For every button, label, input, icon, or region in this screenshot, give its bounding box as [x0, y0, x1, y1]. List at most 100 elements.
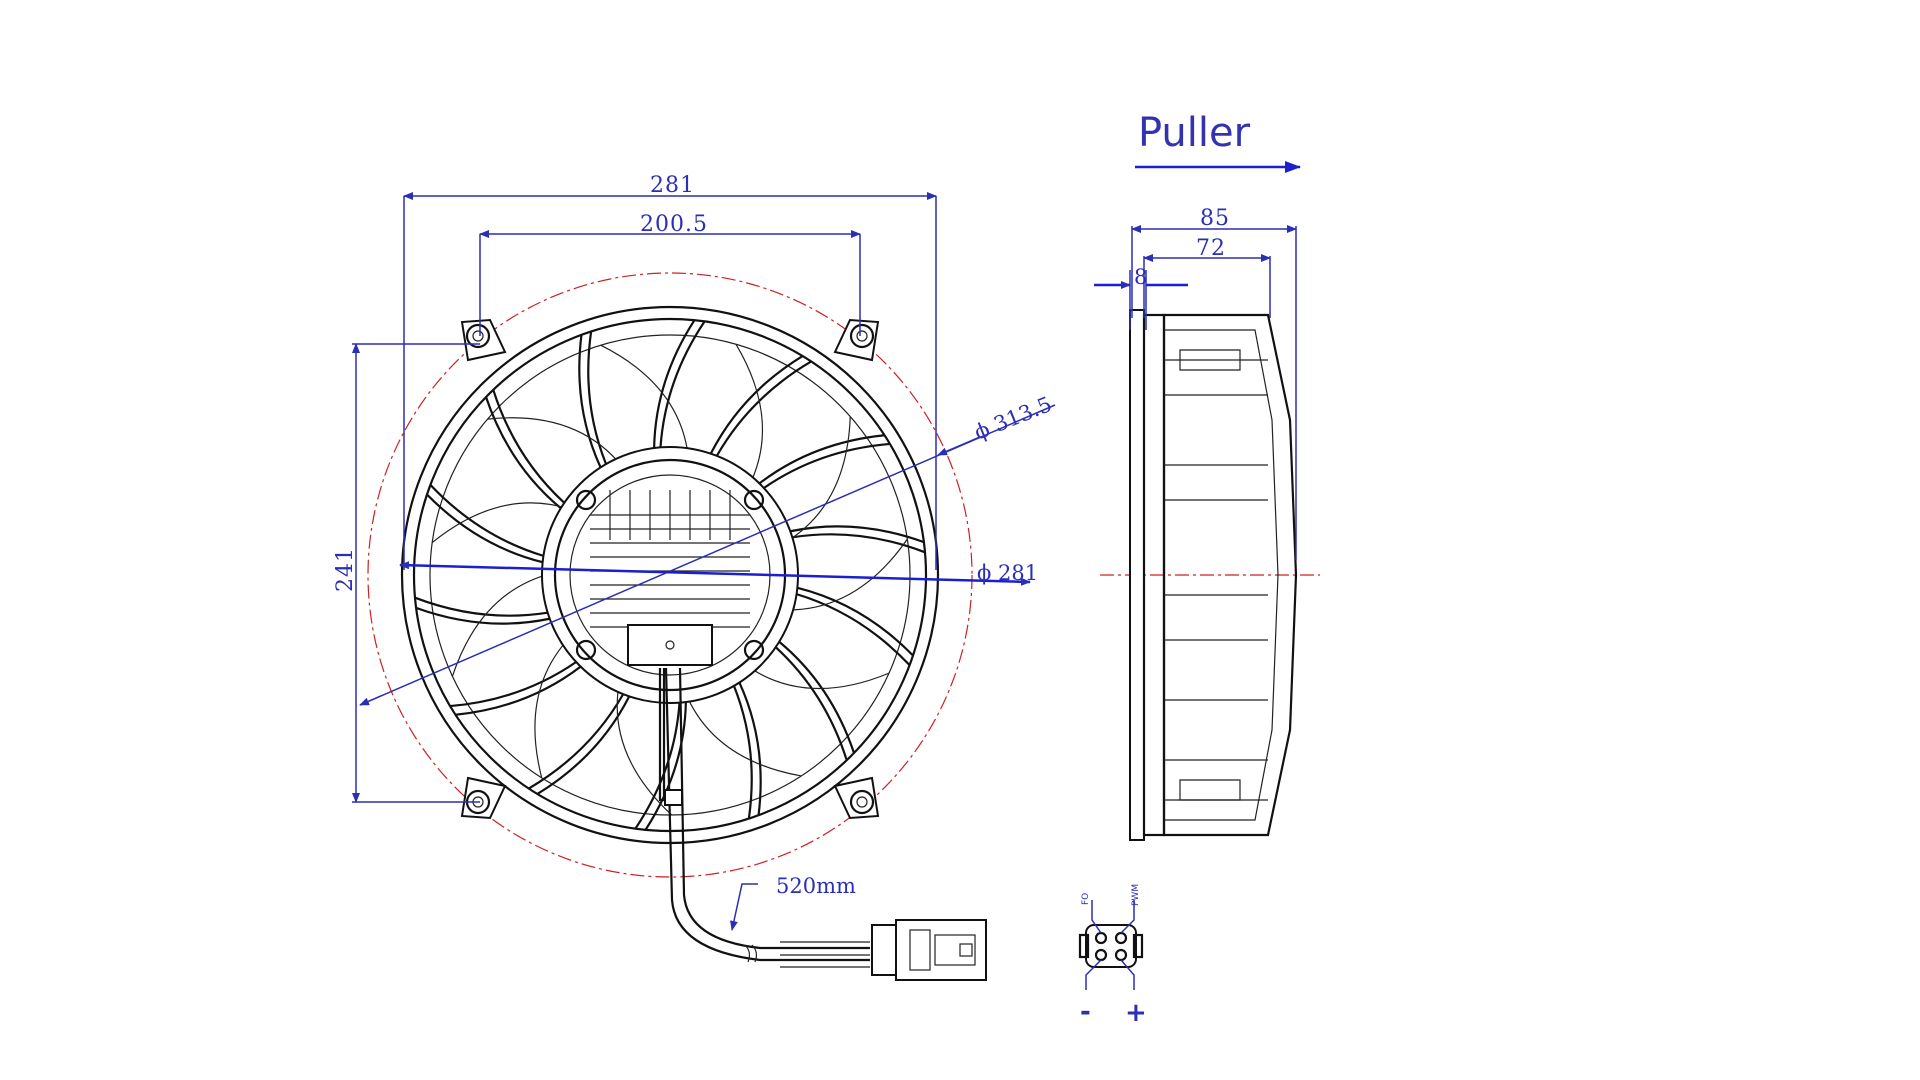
leader-negative	[1085, 959, 1102, 990]
side-body-profile	[1162, 313, 1298, 837]
spoke	[644, 701, 687, 831]
blade	[487, 417, 624, 468]
blade	[783, 416, 851, 544]
dim-flange-thickness: 8	[1134, 265, 1147, 289]
spoke-edge	[659, 320, 706, 448]
pin-label-fo: FO	[1081, 893, 1091, 905]
spoke	[797, 586, 914, 657]
polarity-positive: +	[1125, 998, 1147, 1028]
side-ribs	[1164, 349, 1268, 801]
plug-strain-relief	[871, 924, 897, 976]
dim-depth-body: 72	[1196, 236, 1226, 261]
leader-positive	[1120, 959, 1135, 990]
spoke-edge	[792, 533, 926, 554]
side-pocket	[1179, 779, 1241, 801]
spoke-edge	[414, 596, 548, 617]
spoke-edge	[450, 661, 577, 708]
dim-cable-length: 520mm	[776, 874, 856, 898]
airflow-direction: Puller	[1135, 110, 1301, 173]
front-dimensions: 281 200.5 241 ϕ 313.5 ϕ 281 520mm	[333, 173, 1056, 931]
front-view: 281 200.5 241 ϕ 313.5 ϕ 281 520mm	[333, 173, 1056, 981]
fan-blades	[431, 343, 908, 816]
dim-depth-total: 85	[1200, 206, 1230, 231]
mount-ear-bottom-right	[833, 776, 880, 820]
hub-bolt-1	[575, 489, 597, 511]
power-cable	[658, 667, 870, 968]
spoke	[536, 695, 631, 795]
blade	[745, 664, 890, 690]
connector-plug	[871, 919, 987, 981]
spoke-edge	[774, 646, 848, 761]
pinout-housing	[1085, 924, 1137, 968]
cable-break-mark-2	[751, 944, 758, 963]
dim-mount-spacing-vertical: 241	[333, 547, 358, 592]
hub-connector-pin	[665, 640, 675, 650]
spoke	[484, 396, 562, 510]
spoke	[426, 493, 543, 564]
airflow-title: Puller	[1138, 110, 1251, 156]
plug-face	[934, 934, 976, 966]
spoke	[578, 334, 602, 468]
hub-bolt-3	[575, 639, 597, 661]
spoke-edge	[634, 702, 681, 830]
mount-hole-top-left-inner	[472, 330, 484, 342]
pinout-latch-left	[1078, 933, 1090, 959]
connector-pinout: FO PWM - +	[1078, 884, 1147, 1028]
dim-fan-diameter: ϕ 281	[977, 561, 1038, 585]
pin-label-pwm: PWM	[1131, 884, 1141, 906]
spoke-edge	[587, 331, 608, 465]
hub-connector-housing	[627, 624, 713, 666]
spoke	[709, 355, 804, 455]
spoke-edge	[732, 685, 753, 819]
leader-pwm	[1120, 900, 1135, 934]
spoke-edge	[715, 360, 812, 457]
spoke	[778, 640, 856, 754]
blade	[600, 344, 690, 459]
side-dimensions: 85 72 8	[1094, 206, 1297, 560]
side-view: 85 72 8	[1094, 206, 1320, 841]
hub-bolt-2	[743, 489, 765, 511]
spoke	[653, 319, 696, 449]
plug-key	[959, 943, 973, 957]
mount-hole-bottom-right-inner	[856, 796, 868, 808]
pinout-latch-right	[1132, 933, 1144, 959]
spoke-edge	[429, 484, 544, 557]
cable-outer	[664, 667, 870, 962]
spoke	[455, 665, 582, 716]
mount-hole-top-left	[465, 323, 491, 349]
dim-outer-diameter: ϕ 313.5	[971, 392, 1055, 445]
blade	[616, 681, 673, 816]
dim-cable-leader	[730, 883, 758, 931]
hub-bolt-4	[743, 639, 765, 661]
mount-hole-top-right	[849, 323, 875, 349]
dim-281-diameter-line	[399, 561, 1031, 586]
cable-exit-strap	[658, 668, 666, 802]
mount-hole-top-right-inner	[856, 330, 868, 342]
polarity-negative: -	[1080, 997, 1091, 1027]
mount-ear-bottom-left	[460, 776, 507, 820]
spoke	[790, 525, 925, 544]
dim-overall-width: 281	[650, 173, 695, 198]
spoke	[415, 606, 550, 625]
blade	[684, 691, 802, 777]
spoke-edge	[796, 593, 911, 666]
dim-mount-spacing-horizontal: 200.5	[640, 212, 708, 237]
blade	[782, 538, 908, 611]
side-body-inner	[1164, 329, 1279, 821]
spoke-edge	[492, 389, 566, 504]
mount-hole-bottom-right	[849, 789, 875, 815]
shroud-spokes	[414, 319, 926, 831]
blade	[735, 343, 763, 488]
spoke	[738, 682, 762, 816]
spoke-edge	[528, 693, 625, 790]
blade	[451, 572, 553, 677]
cable-clip	[664, 789, 683, 806]
side-pocket	[1179, 349, 1241, 371]
blade	[431, 502, 572, 544]
plug-latch	[909, 929, 931, 971]
cable-break-mark-1	[744, 944, 751, 963]
spoke	[758, 434, 885, 485]
leader-fo	[1091, 900, 1102, 934]
spoke-edge	[763, 442, 890, 489]
